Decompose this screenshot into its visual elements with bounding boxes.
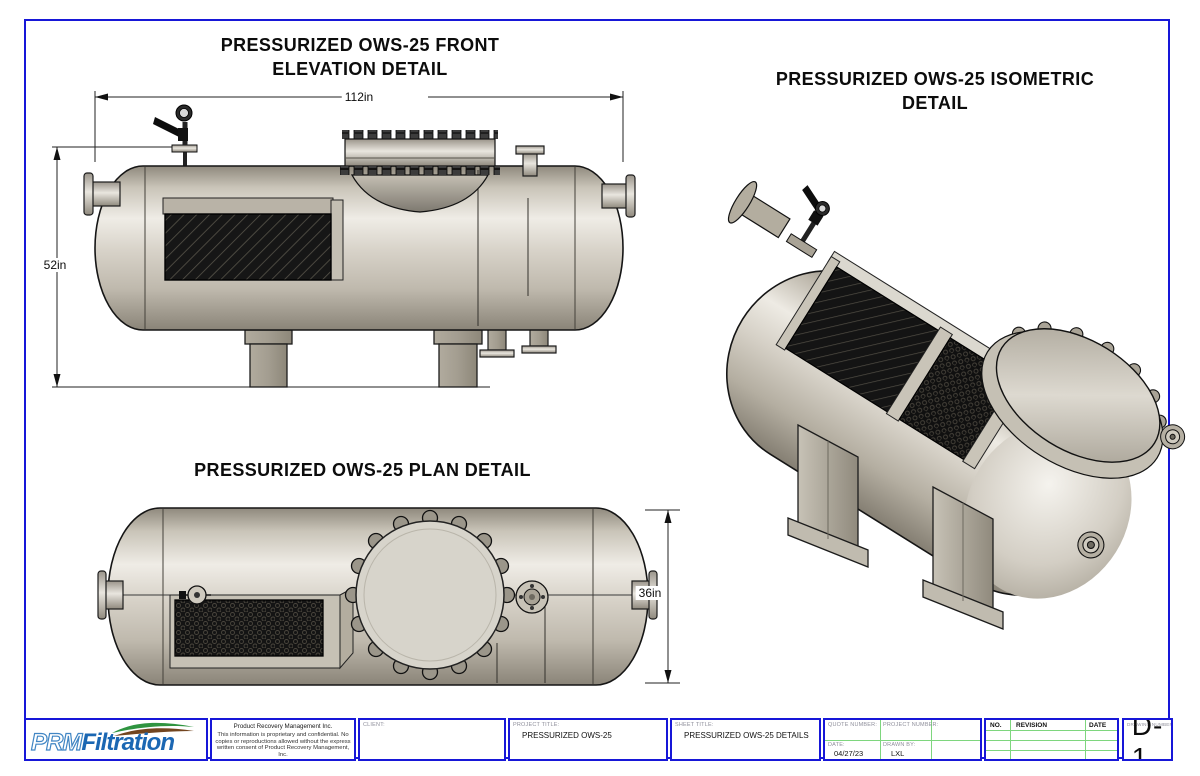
drawing-number-value: D-1 [1131, 718, 1164, 761]
plan-manway [344, 509, 516, 681]
front-view-title-line1: PRESSURIZED OWS-25 FRONT [220, 35, 500, 55]
company-disclaimer: This information is proprietary and conf… [215, 732, 351, 758]
logo-filtration-text: Filtration [81, 729, 175, 756]
plan-valve-fitting [179, 585, 211, 605]
revision-grid-line-h1 [986, 730, 1117, 731]
titleblock-logo-cell: PRMFiltration [24, 718, 208, 761]
logo-prm-text: PRM [30, 728, 83, 756]
right-nozzle-flange [601, 174, 636, 218]
titleblock-company-cell: Product Recovery Management Inc. This in… [210, 718, 356, 761]
revision-date-header: DATE [1089, 722, 1107, 729]
plan-view-title: PRESSURIZED OWS-25 PLAN DETAIL [194, 460, 531, 480]
front-view-title-line2: ELEVATION DETAIL [272, 59, 448, 80]
revision-grid-line-v2 [1085, 720, 1086, 759]
revision-grid-line-h2 [986, 740, 1117, 741]
titleblock-revision-cell: NO. REVISION DATE [984, 718, 1119, 761]
isometric-vessel [726, 180, 1186, 599]
titleblock-quote-cell: QUOTE NUMBER: PROJECT NUMBER: DATE: DRAW… [823, 718, 982, 761]
isometric-view-title-line1: PRESSURIZED OWS-25 ISOMETRIC [775, 69, 1095, 89]
revision-header: REVISION [1016, 722, 1048, 729]
iso-left-nozzle [727, 180, 791, 239]
quote-grid-line-h1 [825, 740, 980, 741]
support-legs [244, 329, 483, 388]
top-right-nozzle [515, 145, 545, 177]
front-dim-width-label: 112in [341, 90, 377, 104]
titleblock-drawing-number-cell: DRAWING NUMBER: D-1 [1122, 718, 1173, 761]
isometric-view-title: PRESSURIZED OWS-25 ISOMETRIC DETAIL [730, 67, 1140, 116]
sheet-title-value: PRESSURIZED OWS-25 DETAILS [684, 731, 809, 740]
iso-small-flange [1160, 424, 1186, 450]
drawn-by-value: LXL [891, 749, 905, 758]
quote-grid-line-v2 [931, 720, 932, 759]
front-dim-112 [94, 91, 624, 162]
plan-media-pack [169, 587, 354, 670]
revision-grid-line-v1 [1010, 720, 1011, 759]
titleblock-sheet-title-cell: SHEET TITLE: PRESSURIZED OWS-25 DETAILS [670, 718, 821, 761]
plan-dim-36 [645, 509, 680, 684]
project-number-label: PROJECT NUMBER: [883, 722, 939, 728]
sheet-title-label: SHEET TITLE: [675, 722, 714, 728]
plan-small-flange [515, 580, 549, 614]
titleblock-project-title-cell: PROJECT TITLE: PRESSURIZED OWS-25 [508, 718, 668, 761]
quote-grid-line-v1 [880, 720, 881, 759]
revision-grid-line-h3 [986, 750, 1117, 751]
iso-support-legs [787, 423, 1004, 630]
iso-end-flange [1077, 531, 1105, 559]
front-view-title: PRESSURIZED OWS-25 FRONT ELEVATION DETAI… [150, 33, 570, 82]
prm-filtration-logo: PRMFiltration [30, 728, 175, 757]
date-label: DATE: [828, 742, 845, 748]
logo-swoosh-icon [112, 722, 194, 736]
plan-left-nozzle [97, 570, 124, 620]
drawing-number-label: DRAWING NUMBER: [1127, 722, 1173, 727]
project-title-label: PROJECT TITLE: [513, 722, 560, 728]
isometric-view-title-line2: DETAIL [901, 93, 969, 114]
quote-number-label: QUOTE NUMBER: [828, 722, 878, 728]
iso-manway [981, 321, 1167, 479]
isometric-drawing [726, 180, 1186, 630]
plan-dim-width-label: 36in [635, 586, 665, 600]
left-nozzle-flange [83, 172, 121, 216]
front-dim-height-label: 52in [40, 258, 70, 272]
pressure-gauge-assembly [153, 104, 198, 168]
revision-no-header: NO. [990, 722, 1002, 729]
plan-drawing [97, 507, 680, 686]
titleblock-client-cell: CLIENT: [358, 718, 506, 761]
media-pack [162, 197, 344, 281]
project-title-value: PRESSURIZED OWS-25 [522, 731, 612, 740]
drawn-by-label: DRAWN BY: [883, 742, 916, 748]
manway-flange [340, 130, 500, 213]
front-elevation-drawing [52, 91, 636, 388]
company-name: Product Recovery Management Inc. [233, 723, 333, 730]
iso-gauge-assembly [785, 185, 830, 259]
client-label: CLIENT: [363, 722, 385, 728]
date-value: 04/27/23 [834, 749, 864, 758]
